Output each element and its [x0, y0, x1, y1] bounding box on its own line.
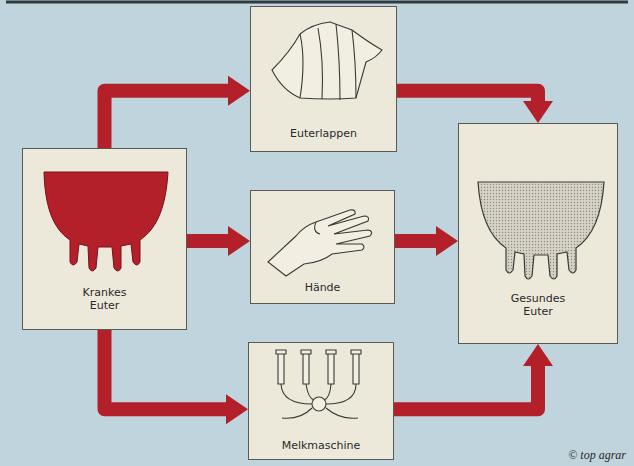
milking-machine [276, 350, 361, 418]
node-label: Euterlappen [290, 127, 357, 141]
flow-arrow [105, 330, 227, 409]
flow-arrow [187, 234, 228, 248]
source-box: Krankes Euter [22, 148, 187, 330]
process-box: Euterlappen [250, 6, 397, 152]
flow-arrow [394, 366, 538, 409]
hand [268, 210, 372, 276]
sick-udder [44, 172, 168, 271]
flow-arrow [105, 91, 229, 148]
flow-arrow [395, 234, 436, 248]
target-box: Gesundes Euter [458, 123, 618, 344]
node-label: Hände [305, 281, 341, 295]
udder-cloth [272, 22, 382, 100]
process-box: Hände [250, 190, 395, 304]
node-label: Krankes Euter [74, 286, 136, 314]
flow-arrow [397, 91, 538, 101]
node-label: Gesundes Euter [505, 292, 571, 320]
copyright-note: © top agrar [566, 448, 628, 463]
healthy-udder [478, 182, 604, 279]
node-label: Melkmaschine [282, 439, 361, 453]
frame-edge [6, 1, 628, 4]
process-box: Melkmaschine [248, 342, 394, 460]
